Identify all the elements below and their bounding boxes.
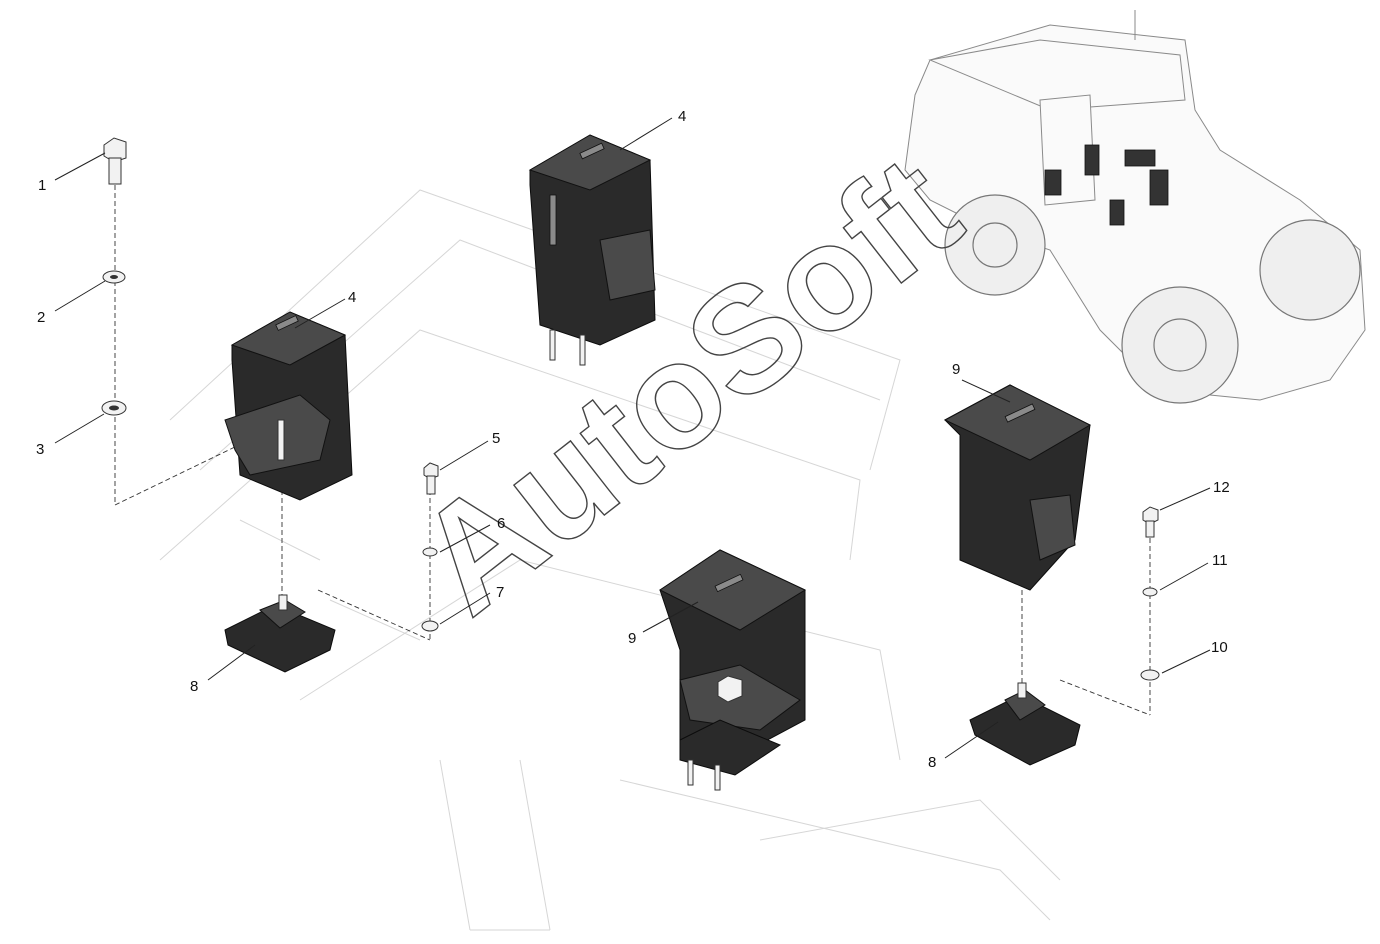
bracket-part-4-top [528,134,656,366]
callout-7: 7 [496,584,504,601]
callout-3: 3 [36,441,44,458]
bracket-part-9-center [659,549,807,791]
callout-1: 1 [38,177,46,194]
callout-9-right: 9 [952,361,960,378]
assembly-dash-lines [114,185,1151,716]
callout-8-left: 8 [190,678,198,695]
callout-11: 11 [1212,552,1228,569]
mount-part-8-right [969,682,1081,766]
washer-part-6 [422,547,438,557]
callout-8-right: 8 [928,754,936,771]
callout-5: 5 [492,430,500,447]
bracket-part-4-left [224,311,353,501]
bolt-part-12 [1142,506,1159,538]
washer-part-2 [102,270,126,284]
bolt-part-5 [423,462,439,495]
autosoft-watermark: AutoSoft [386,122,990,646]
callout-4-left: 4 [348,289,356,306]
callout-10: 10 [1211,639,1228,656]
washer-part-7 [421,620,439,632]
washer-part-10 [1140,669,1160,681]
leader-lines [54,117,1211,759]
bracket-part-9-right [943,384,1092,591]
mount-part-8-left [224,594,336,673]
callout-4-top: 4 [678,108,686,125]
tractor-overview-illustration [904,10,1366,404]
callout-6: 6 [497,515,505,532]
callout-labels: 1 2 3 4 4 5 6 7 8 9 8 9 10 11 12 [36,108,1230,771]
callout-12: 12 [1213,479,1230,496]
svg-text:AutoSoft: AutoSoft [386,123,988,645]
bolt-part-1 [103,137,127,185]
callout-2: 2 [37,309,45,326]
callout-9-center: 9 [628,630,636,647]
washer-part-11 [1142,587,1158,597]
washer-part-3 [101,400,127,416]
